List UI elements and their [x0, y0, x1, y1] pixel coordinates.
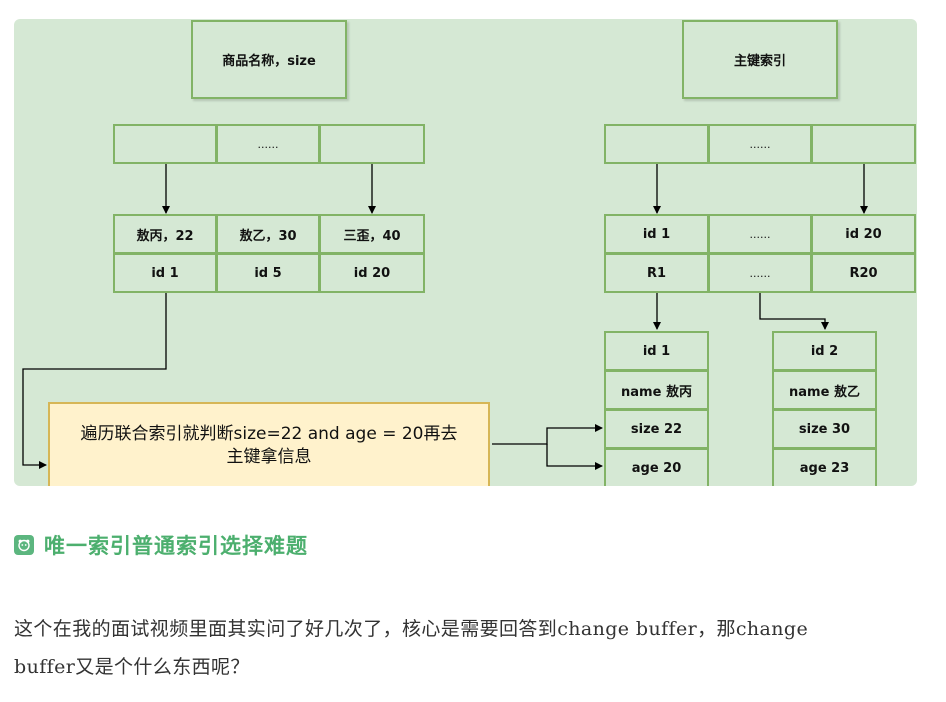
left-middle-cell-3 — [319, 124, 425, 164]
record-1-age: age 20 — [604, 448, 709, 486]
record-2-id: id 2 — [772, 331, 877, 371]
index-diagram: 商品名称，size ...... 敖丙，22 敖乙，30 三歪，40 id 1 … — [14, 19, 917, 486]
badge-icon — [14, 535, 34, 555]
right-leaf-row-2: ...... — [708, 253, 812, 293]
left-leaf-key-3: 三歪，40 — [319, 214, 425, 254]
right-leaf-id-2: ...... — [708, 214, 812, 254]
right-middle-cell-3 — [811, 124, 916, 164]
left-leaf-id-3: id 20 — [319, 253, 425, 293]
lookup-note-line-2: 主键拿信息 — [226, 447, 312, 467]
diagram-arrows — [22, 163, 868, 470]
body-paragraph-line-1: 这个在我的面试视频里面其实问了好几次了，核心是需要回答到change buffe… — [14, 618, 809, 640]
left-middle-cell-2: ...... — [216, 124, 320, 164]
right-middle-cell-1 — [604, 124, 709, 164]
body-paragraph: 这个在我的面试视频里面其实问了好几次了，核心是需要回答到change buffe… — [14, 610, 919, 686]
secondary-index-root: 商品名称，size — [191, 20, 347, 99]
record-2-age: age 23 — [772, 448, 877, 486]
left-leaf-id-1: id 1 — [113, 253, 217, 293]
left-middle-cell-1 — [113, 124, 217, 164]
left-leaf-id-2: id 5 — [216, 253, 320, 293]
record-1-name: name 敖丙 — [604, 370, 709, 410]
right-leaf-row-3: R20 — [811, 253, 916, 293]
right-leaf-id-3: id 20 — [811, 214, 916, 254]
right-middle-cell-2: ...... — [708, 124, 812, 164]
primary-index-root: 主键索引 — [682, 20, 838, 99]
record-1-id: id 1 — [604, 331, 709, 371]
left-leaf-key-2: 敖乙，30 — [216, 214, 320, 254]
section-heading-text: 唯一索引普通索引选择难题 — [44, 533, 308, 558]
lookup-note: 遍历联合索引就判断size=22 and age = 20再去 主键拿信息 — [48, 402, 490, 486]
right-leaf-id-1: id 1 — [604, 214, 709, 254]
lookup-note-line-1: 遍历联合索引就判断size=22 and age = 20再去 — [80, 424, 458, 444]
record-1-size: size 22 — [604, 409, 709, 449]
right-leaf-row-1: R1 — [604, 253, 709, 293]
body-paragraph-line-2: buffer又是个什么东西呢？ — [14, 656, 250, 678]
left-leaf-key-1: 敖丙，22 — [113, 214, 217, 254]
record-2-name: name 敖乙 — [772, 370, 877, 410]
section-heading: 唯一索引普通索引选择难题 — [14, 530, 308, 560]
record-2-size: size 30 — [772, 409, 877, 449]
